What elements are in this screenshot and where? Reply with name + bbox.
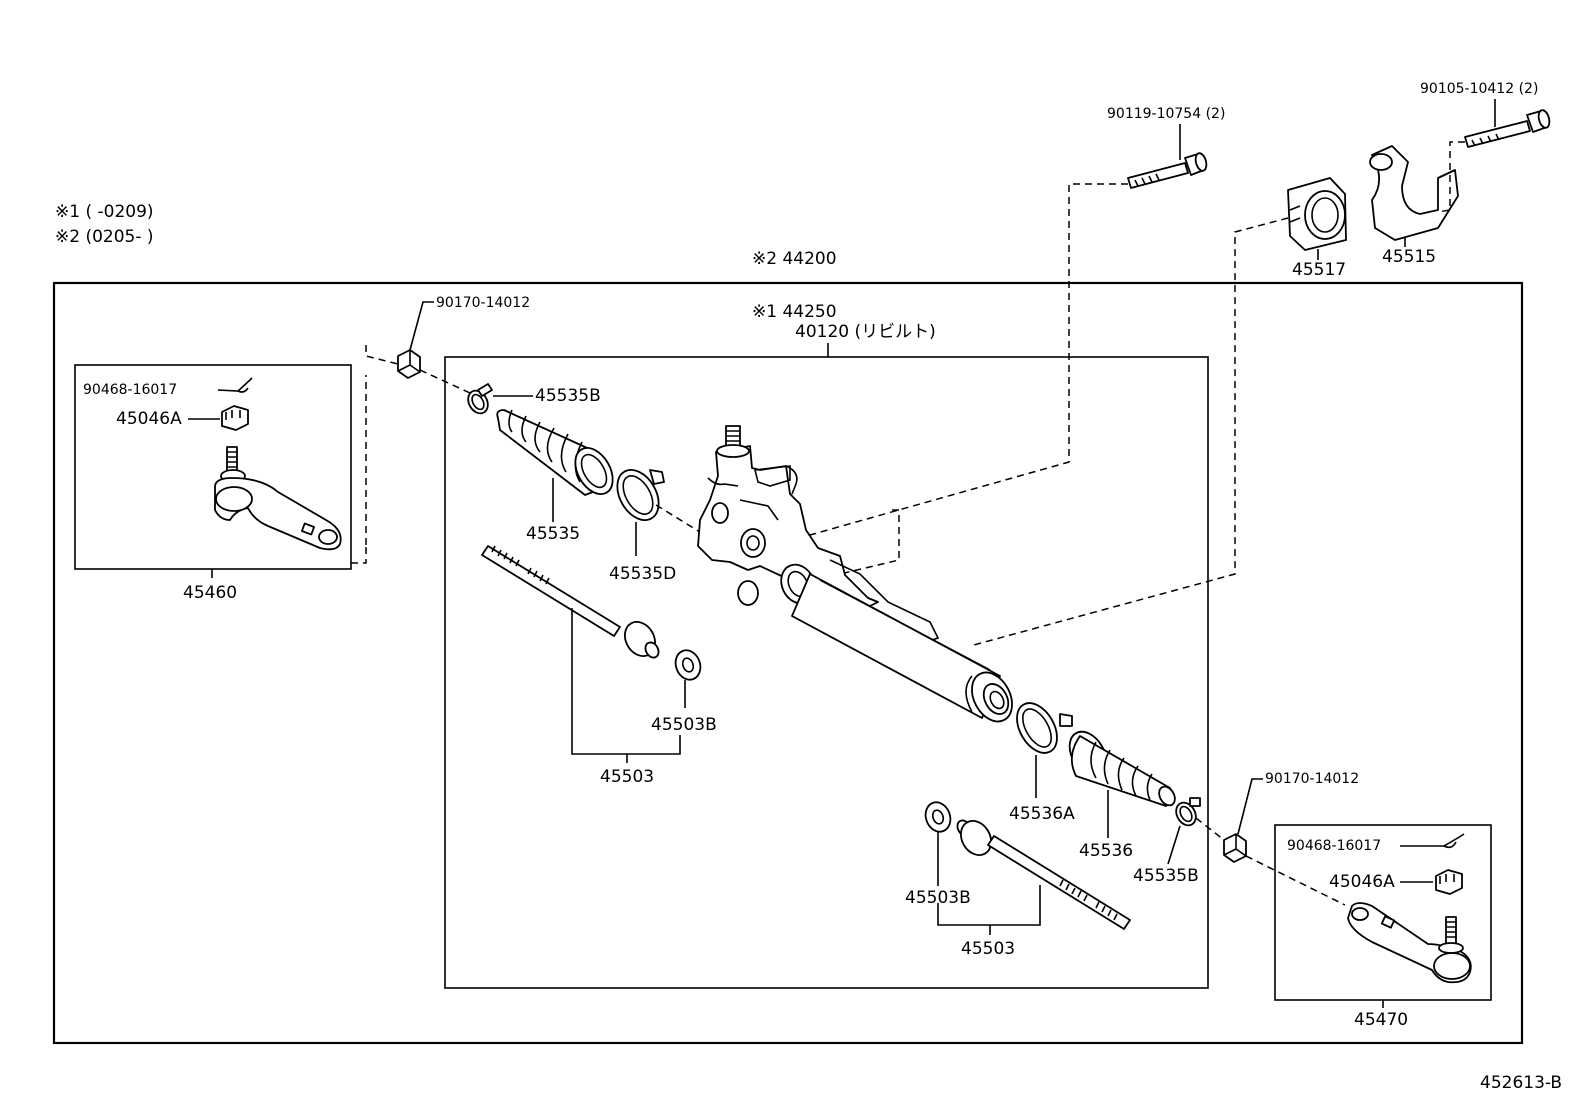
left-tie-rod-label: 45503	[600, 767, 654, 787]
right-nut-icon	[1223, 833, 1247, 863]
bushing-label: 45517	[1292, 260, 1346, 280]
right-tie-rod-end-icon	[1347, 902, 1472, 984]
left-washer-label: 45503B	[651, 715, 717, 735]
right-cotter-pin-label: 90468-16017	[1287, 838, 1381, 854]
left-washer-icon	[674, 649, 702, 681]
left-tie-rod-end-label: 45460	[183, 583, 237, 603]
note-1: ※1 ( -0209)	[55, 202, 154, 222]
left-castle-nut-label: 45046A	[116, 409, 182, 429]
right-band-icon	[1016, 702, 1073, 754]
right-tie-rod-end-label: 45470	[1354, 1010, 1408, 1030]
inner-assembly-label-1: ※1 44250	[752, 302, 837, 322]
left-castle-nut-icon	[221, 405, 249, 431]
rack-tube-icon	[791, 573, 1013, 723]
right-tie-rod-label: 45503	[961, 939, 1015, 959]
left-nut-label: 90170-14012	[436, 295, 530, 311]
right-tie-rod-icon	[956, 819, 1131, 930]
bracket-45515-icon	[1369, 145, 1459, 241]
bolt-right-label: 90105-10412 (2)	[1420, 81, 1538, 97]
right-castle-nut-label: 45046A	[1329, 872, 1395, 892]
outer-assembly-frame	[52, 281, 1524, 1045]
diagram-code: 452613-B	[1480, 1073, 1562, 1093]
left-nut-icon	[397, 349, 421, 379]
inner-rack-frame	[444, 356, 1209, 989]
left-cotter-pin-icon	[217, 377, 253, 393]
left-band-label: 45535D	[609, 564, 676, 584]
bushing-45517-icon	[1287, 177, 1347, 251]
right-washer-icon	[924, 801, 952, 833]
right-boot-label: 45536	[1079, 841, 1133, 861]
right-washer-label: 45503B	[905, 888, 971, 908]
left-band-icon	[616, 469, 665, 521]
right-clip-label: 45535B	[1133, 866, 1199, 886]
left-boot-label: 45535	[526, 524, 580, 544]
right-boot-icon	[1068, 730, 1176, 807]
right-clip-icon	[1175, 797, 1201, 827]
bracket-label: 45515	[1382, 247, 1436, 267]
left-clip-icon	[467, 383, 493, 415]
left-tie-rod-end-icon	[214, 446, 342, 551]
left-tie-rod-end-box	[74, 364, 352, 570]
bolt-left-label: 90119-10754 (2)	[1107, 106, 1225, 122]
right-nut-label: 90170-14012	[1265, 771, 1359, 787]
bolt-left-icon	[1127, 152, 1208, 189]
outer-assembly-label: ※2 44200	[752, 249, 837, 269]
inner-assembly-label-2: 40120 (リビルト)	[795, 322, 936, 342]
right-cotter-pin-icon	[1400, 833, 1465, 849]
left-tie-rod-icon	[481, 545, 660, 659]
note-2: ※2 (0205- )	[55, 227, 154, 247]
bolt-right-icon	[1464, 109, 1551, 148]
left-boot-icon	[496, 409, 614, 496]
steering-gear-housing-icon	[697, 425, 940, 643]
right-band-label: 45536A	[1009, 804, 1075, 824]
right-castle-nut-icon	[1435, 869, 1463, 895]
left-clip-label: 45535B	[535, 386, 601, 406]
left-cotter-pin-label: 90468-16017	[83, 382, 177, 398]
